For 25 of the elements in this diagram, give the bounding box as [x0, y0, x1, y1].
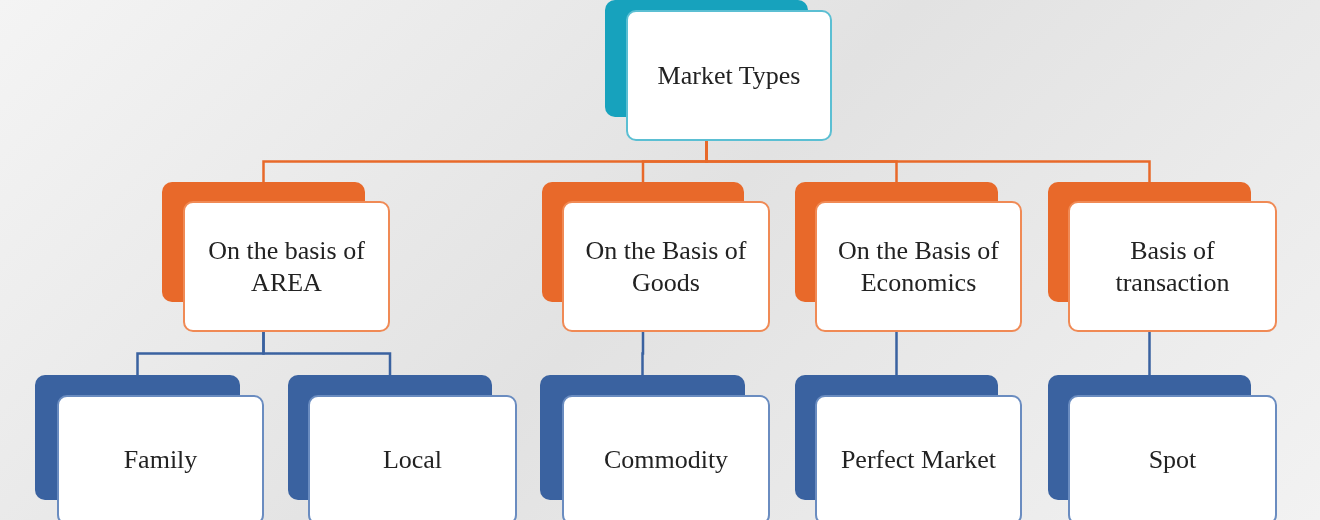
box-label: On the basis of AREA	[207, 235, 366, 298]
connector-line	[641, 332, 645, 375]
box-label: Spot	[1148, 444, 1197, 476]
box-label: Local	[382, 444, 443, 476]
box-label: On the Basis of Goods	[584, 235, 748, 298]
category-box	[1048, 182, 1277, 332]
box-label: Family	[123, 444, 198, 476]
connector-line	[1148, 332, 1151, 375]
category-box	[35, 375, 264, 520]
category-box	[605, 0, 832, 141]
box-label: On the Basis of Economics	[836, 235, 1000, 298]
connector-line	[705, 141, 1151, 182]
box-label: Basis of transaction	[1114, 235, 1231, 298]
category-box	[288, 375, 517, 520]
category-box	[162, 182, 390, 332]
category-box	[795, 182, 1022, 332]
connector-line	[262, 332, 392, 375]
box-label: Commodity	[603, 444, 729, 476]
category-box	[795, 375, 1022, 520]
category-box	[1048, 375, 1277, 520]
category-box	[540, 375, 770, 520]
connector-line	[895, 332, 898, 375]
box-label: Perfect Market	[840, 444, 997, 476]
category-box	[542, 182, 770, 332]
box-label: Market Types	[657, 59, 801, 92]
